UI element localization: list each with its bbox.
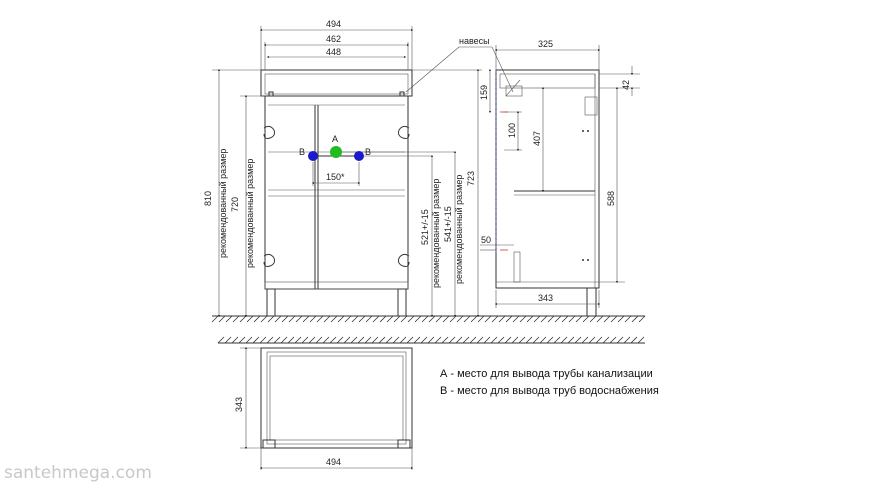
legend-point-b: В - место для вывода труб водоснабжения [440,385,659,397]
recommended-label-3: рекомендованный размер [431,179,441,288]
legend-point-a: А - место для вывода трубы канализации [440,368,653,380]
recommended-label-1: рекомендованный размер [218,149,228,258]
hinge-icon [263,125,410,267]
floor-hatching-plan [217,336,645,344]
plan-view-cabinet [260,347,413,449]
point-a-sewer [330,146,342,158]
recommended-label-2: рекомендованный размер [245,159,255,268]
front-top-dimensions: 494 462 448 [259,19,414,70]
side-view-dimensions: 325 42 159 100 407 588 50 343 [479,39,640,308]
dim-height-723: 723 [466,171,476,186]
dim-width-494: 494 [326,19,341,29]
pipe-points: A B B 150* [299,134,455,186]
dim-shelf-407: 407 [532,131,542,146]
point-a-label: A [332,134,338,144]
dim-hinge-100: 100 [507,123,517,138]
dim-plan-width-494: 494 [326,457,341,467]
hinges-callout: навесы [405,36,514,93]
point-b-water-left [308,151,318,161]
dim-depth-325: 325 [538,39,553,49]
dim-height-541: 541+/-15 [443,206,453,242]
dim-bottom-50: 50 [481,235,491,245]
dim-height-588: 588 [606,191,616,206]
dim-depth-343: 343 [538,293,553,303]
floor-hatching-top [211,315,646,323]
front-left-dimensions: 810 рекомендованный размер 720 рекомендо… [203,68,265,318]
dim-height-720: 720 [230,197,240,212]
dim-hinge-159: 159 [479,85,489,100]
side-view-cabinet [495,69,600,317]
front-view-cabinet [260,69,413,317]
dim-width-462: 462 [326,34,341,44]
point-b-water-right [354,151,364,161]
plan-view-dimensions: 343 494 [234,346,414,470]
point-b-left-label: B [299,147,305,157]
dim-pipe-spacing: 150* [326,172,345,182]
recommended-label-4: рекомендованный размер [454,175,464,284]
point-b-right-label: B [365,147,371,157]
dim-width-448: 448 [326,47,341,57]
dim-plan-depth-343: 343 [234,397,244,412]
dim-height-521: 521+/-15 [420,209,430,245]
hinges-label: навесы [459,36,490,46]
dim-top-42: 42 [621,80,631,90]
watermark: santehmega.com [4,463,152,483]
front-right-dimensions: 521+/-15 рекомендованный размер 541+/-15… [412,68,482,318]
legend: А - место для вывода трубы канализации В… [440,368,659,397]
dim-height-810: 810 [203,191,213,206]
